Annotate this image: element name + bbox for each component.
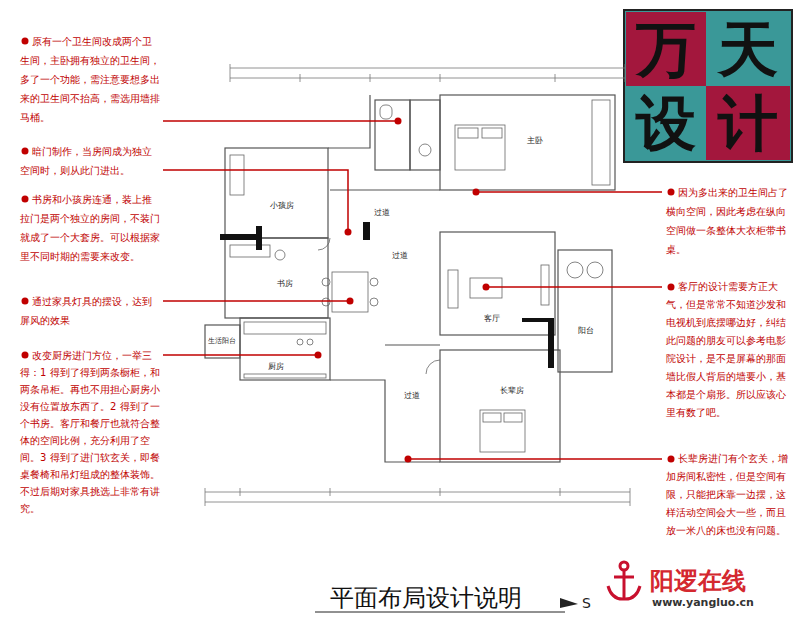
logo-frame [624,10,792,162]
annotation: 客厅的设计需要方正大气，但是常常不知道沙发和电视机到底摆哪边好，纠结此问题的朋友… [666,278,792,422]
logo-character: 天 [718,19,778,79]
room-label: 过道 [374,207,390,218]
room-label: 长辈房 [500,385,524,396]
annotation: 书房和小孩房连通，装上推拉门是两个独立的房间，不装门就成了一个大套房。可以根据家… [20,190,160,266]
logo-character: 计 [718,93,778,153]
room-label: 主卧 [527,135,543,146]
annotation: 因为多出来的卫生间占了横向空间，因此考虑在纵向空间做一条整体大衣柜带书桌。 [666,183,792,259]
logo-character: 万 [636,19,696,79]
watermark-url: www.yangluo.cn [652,596,754,609]
dimension-lines [205,64,630,506]
compass-letter: S [582,595,591,611]
title: 平面布局设计说明 [330,582,522,614]
room-label: 客厅 [484,313,500,324]
leader-lines [163,121,662,459]
logo-character: 设 [636,93,696,153]
room-label: 书房 [277,278,293,289]
room-label: 阳台 [578,325,594,336]
annotation: 原有一个卫生间改成两个卫生间，主卧拥有独立的卫生间，多了一个功能，需注意要想多出… [20,32,160,127]
watermark: 阳逻在线 [650,565,746,597]
logo-square: 设 [626,86,706,160]
logo-square: 计 [706,86,790,160]
room-walls [205,95,615,462]
annotation: 暗门制作，当房间成为独立空间时，则从此门进出。 [20,142,160,180]
annotation: 长辈房进门有个玄关，增加房间私密性，但是空间有限，只能把床靠一边摆，这样活动空间… [666,450,792,540]
logo-square: 万 [626,12,706,86]
logo-square: 天 [706,12,790,86]
room-label: 过道 [392,250,408,261]
anchor-icon [608,562,640,599]
annotation: 改变厨房进门方位，一举三得：1 得到了得到两条橱柜，和两条吊柜。再也不用担心厨房… [20,347,160,517]
room-label: 厨房 [268,361,284,372]
furniture [230,100,610,452]
north-arrow [560,598,578,608]
room-label: 小孩房 [270,200,294,211]
annotation: 通过家具灯具的摆设，达到屏风的效果 [20,292,160,330]
room-label: 生活阳台 [208,336,236,346]
new-walls [220,222,554,368]
room-label: 过道 [404,390,420,401]
